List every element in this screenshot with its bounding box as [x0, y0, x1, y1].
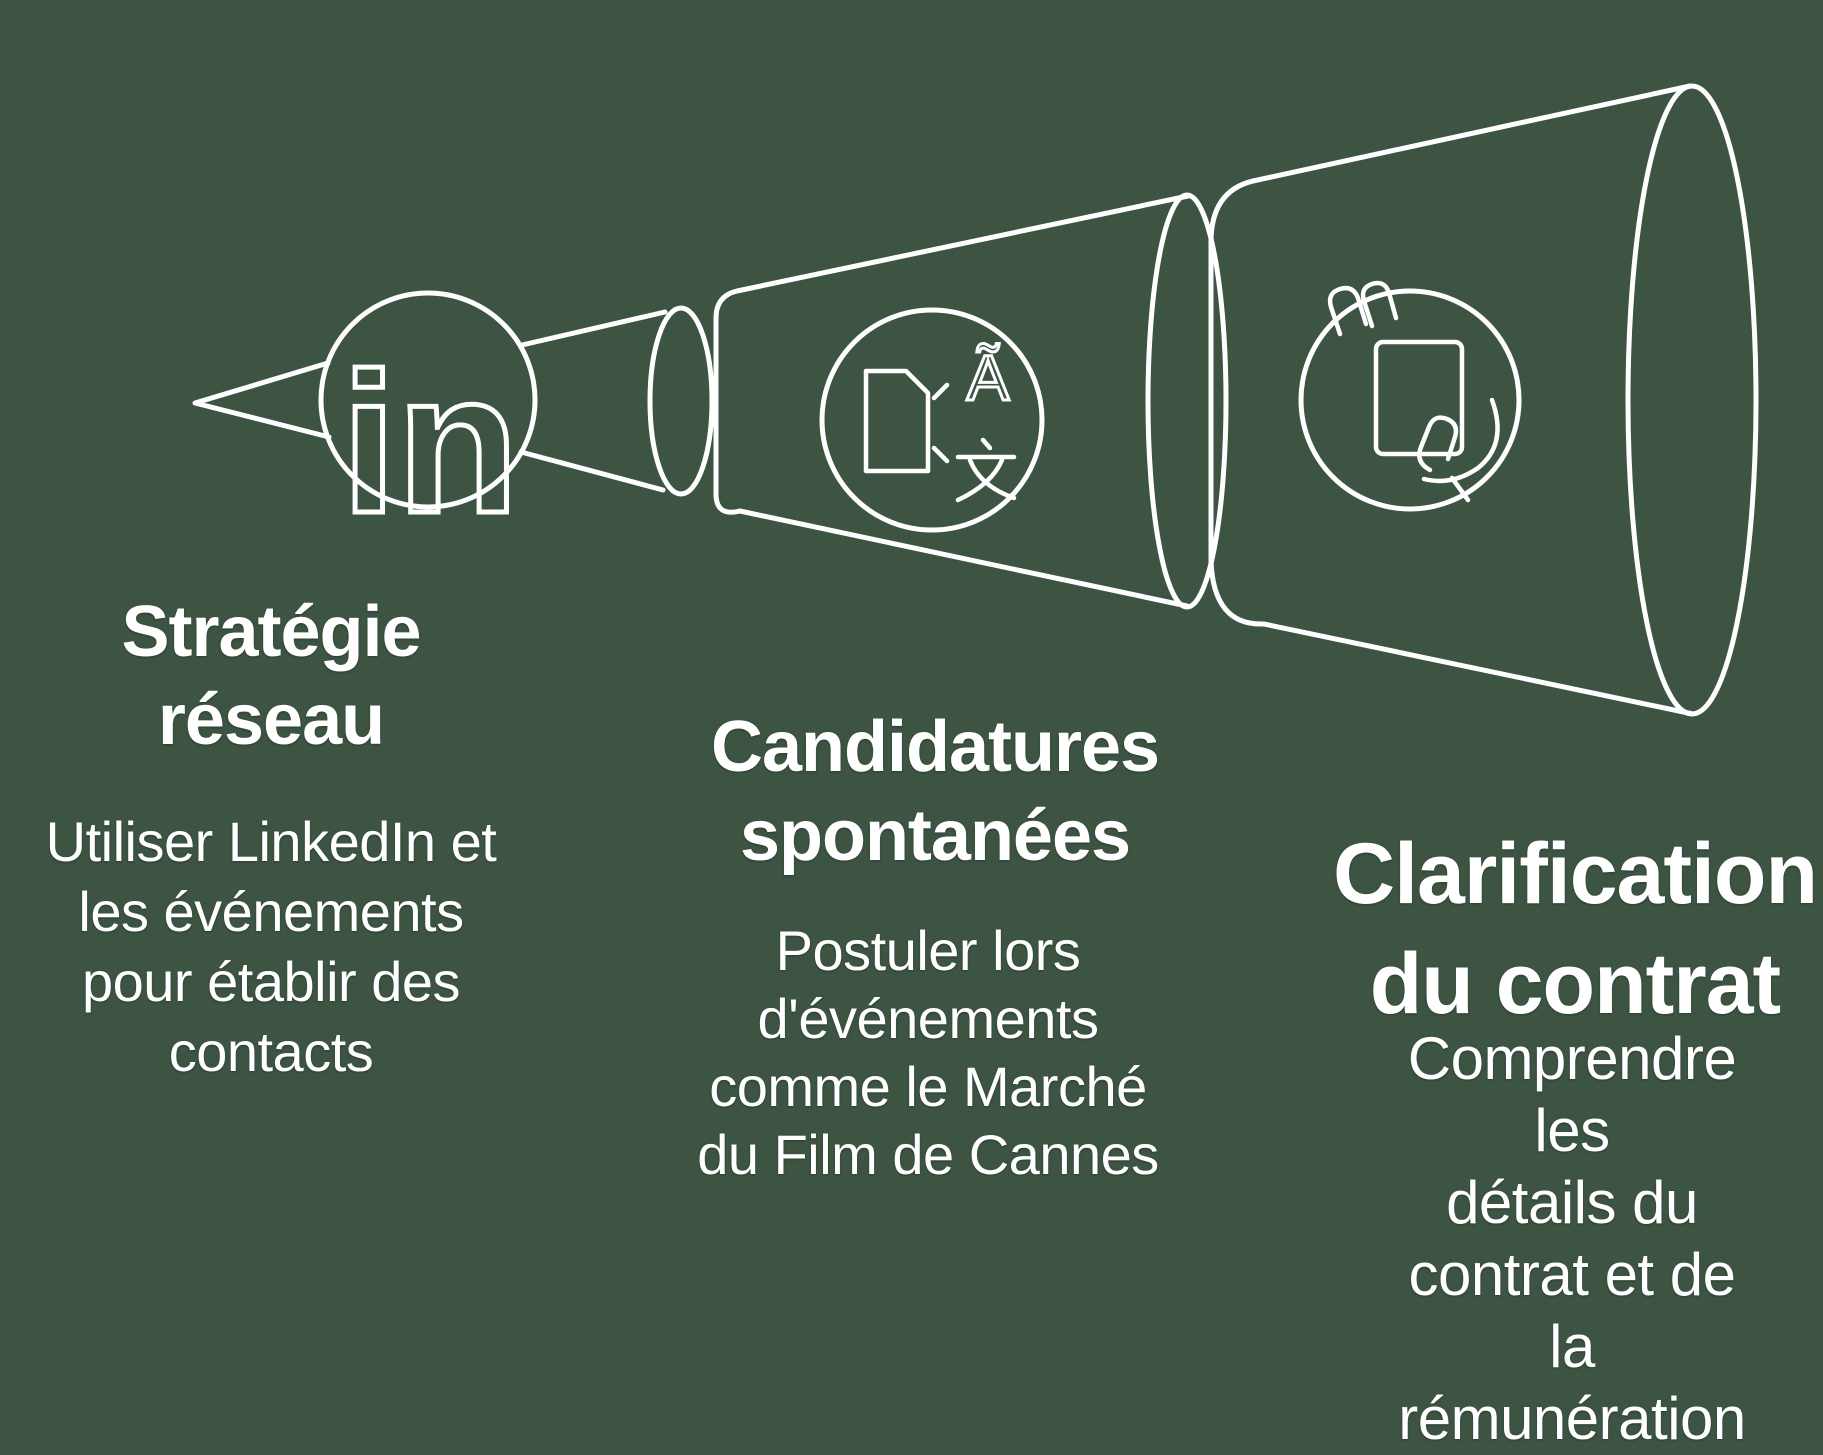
cjk-character	[955, 437, 1017, 503]
linkedin-icon: in	[341, 332, 519, 555]
translation-document-icon: Ã	[863, 341, 1017, 503]
hand-holding-contract-icon	[1327, 280, 1500, 503]
palm-stroke	[1421, 397, 1500, 484]
cone3-body	[1208, 83, 1696, 717]
thumb-stroke	[1417, 415, 1459, 473]
cone2-body	[713, 193, 1191, 609]
contract-card	[1373, 339, 1465, 457]
stage3-description: Comprendre les détails du contrat et de …	[1398, 1025, 1746, 1452]
dash-lower	[931, 445, 950, 464]
funnel-diagram: in Ã	[192, 83, 1759, 717]
stage1-description: Utiliser LinkedIn et les événements pour…	[45, 810, 497, 1083]
finger-stroke	[1360, 280, 1399, 329]
finger-stroke	[1327, 285, 1369, 337]
cone1-top-line	[519, 309, 668, 348]
cone3-mouth-ellipse	[1625, 83, 1759, 717]
stage3-title: Clarification du contrat	[1333, 826, 1818, 1032]
wrist-stroke	[1449, 475, 1471, 503]
funnel-spike	[192, 360, 332, 440]
document-icon	[863, 368, 931, 474]
latin-letter: Ã	[967, 342, 1010, 414]
stage1-title: Stratégie réseau	[121, 592, 421, 760]
stage2-description: Postuler lors d'événements comme le Marc…	[697, 919, 1159, 1186]
cone2-mouth-ellipse	[1145, 192, 1229, 610]
dash-upper	[931, 382, 950, 401]
cone1-bottom-line	[518, 449, 666, 493]
contract-circle	[1298, 288, 1522, 512]
cone1-mouth-ellipse	[647, 305, 715, 497]
linkedin-circle	[318, 290, 538, 510]
translation-circle	[819, 307, 1045, 533]
stage2-title: Candidatures spontanées	[710, 707, 1160, 876]
